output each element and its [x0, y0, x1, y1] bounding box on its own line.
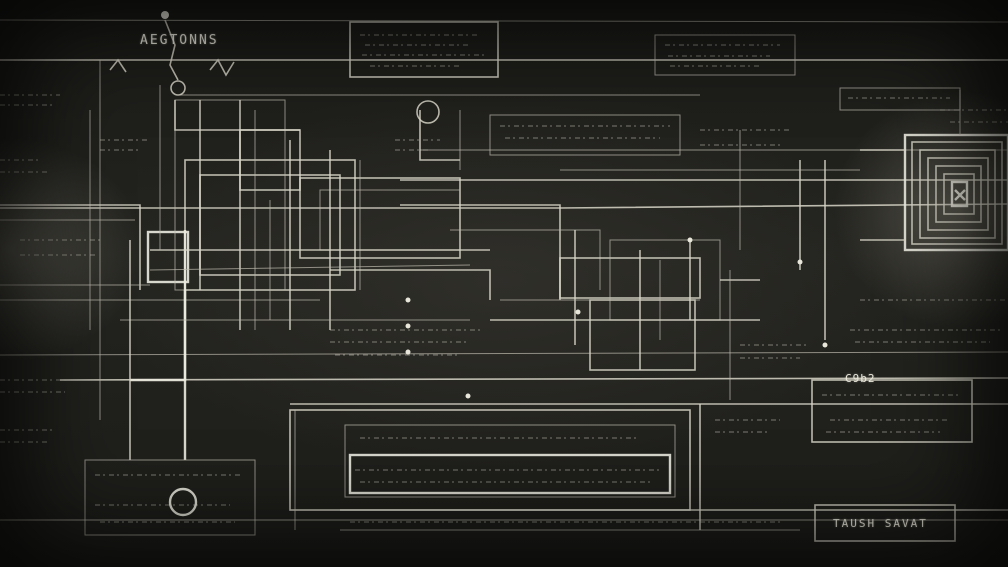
bottom-right-label: TAUSH SAVAT	[833, 517, 928, 530]
bottom-panels	[84, 379, 1008, 542]
top-note-frames	[349, 21, 961, 156]
central-wiring	[0, 60, 601, 460]
switch-block	[490, 130, 860, 400]
scribbled-annotations	[0, 94, 1008, 443]
top-left-label: AEGTONNS	[140, 33, 219, 48]
circuit-nodes	[109, 11, 828, 517]
right-box-label: C9b2	[845, 372, 876, 385]
nested-square-element	[860, 90, 1008, 252]
